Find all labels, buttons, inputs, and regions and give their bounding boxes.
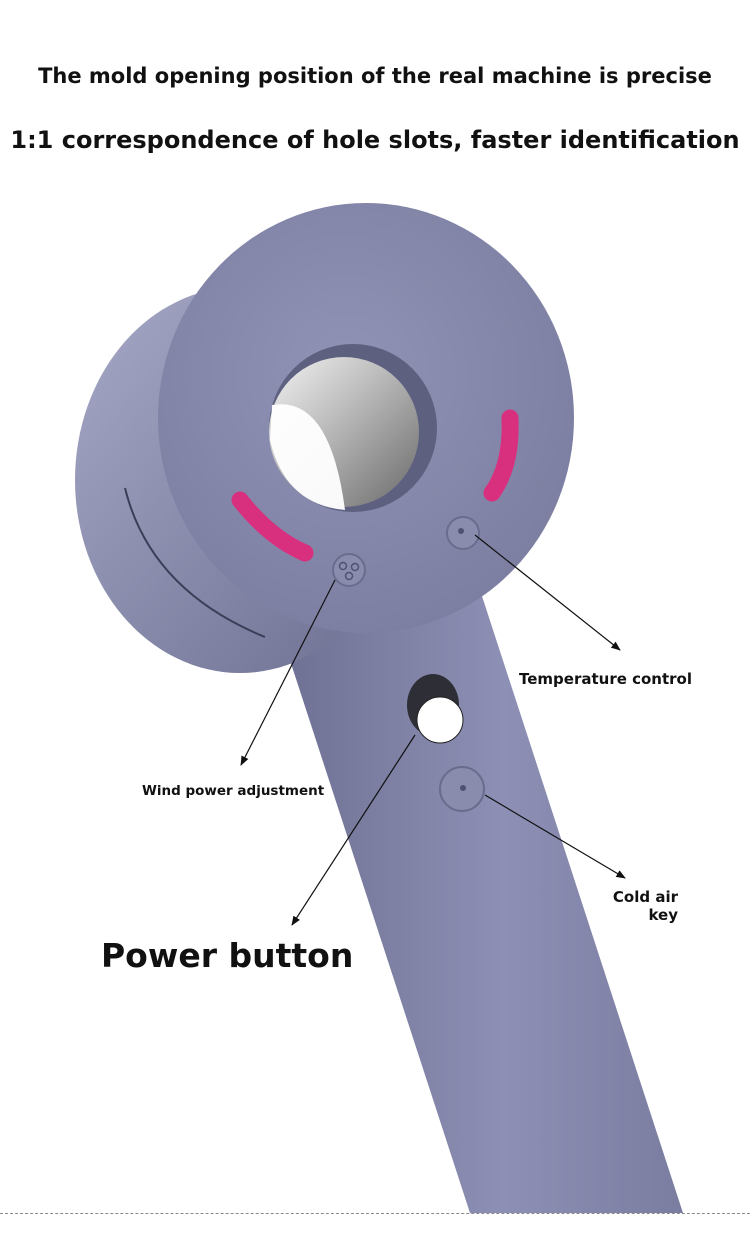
fan-icon[interactable]	[332, 553, 366, 587]
barrel-seam	[124, 487, 266, 638]
label-wind-power-adjustment: Wind power adjustment	[142, 783, 325, 799]
handle	[285, 590, 683, 1213]
arrow-temperature	[474, 534, 621, 651]
dashed-divider	[0, 1213, 750, 1214]
label-power-button: Power button	[101, 936, 354, 975]
arrow-cold-air	[484, 794, 626, 879]
cold-air-dot-icon[interactable]	[439, 766, 485, 812]
label-cold-air-key: Cold air key	[612, 888, 678, 924]
right-slot	[483, 409, 519, 502]
left-slot	[231, 491, 314, 562]
headline-primary: The mold opening position of the real ma…	[38, 64, 712, 88]
arrow-wind	[240, 579, 336, 766]
chrome-highlight	[270, 404, 345, 510]
temperature-dot-icon[interactable]	[446, 516, 480, 550]
label-temperature-control: Temperature control	[519, 670, 693, 688]
power-button-cutout[interactable]	[407, 674, 464, 744]
arrow-power	[291, 734, 416, 926]
headline-secondary: 1:1 correspondence of hole slots, faster…	[10, 126, 740, 154]
